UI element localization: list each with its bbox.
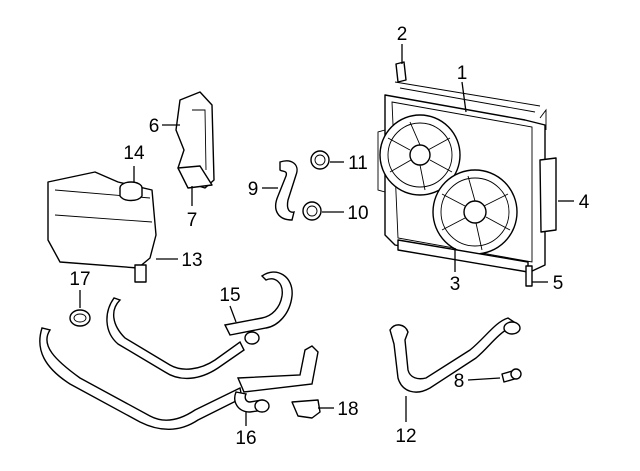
callout-16: 16 (235, 428, 256, 449)
upper-mount-bracket (395, 61, 407, 83)
small-coolant-hose (274, 160, 298, 221)
callout-7: 7 (187, 210, 198, 231)
coolant-reservoir (47, 171, 157, 283)
side-deflector (539, 157, 557, 233)
callout-2: 2 (397, 24, 408, 45)
leader-lines (79, 44, 574, 426)
callout-8: 8 (454, 371, 465, 392)
radiator-assembly (377, 81, 547, 273)
hose-clamp-11 (310, 150, 330, 170)
mounting-bolt (501, 368, 522, 383)
callout-13: 13 (181, 250, 202, 271)
callout-11: 11 (348, 153, 368, 174)
callout-14: 14 (123, 143, 145, 164)
heater-hose-16 (234, 345, 319, 413)
air-deflector (175, 91, 215, 189)
callout-labels: 1 2 3 4 5 6 7 8 9 10 11 12 13 14 15 16 1… (69, 24, 589, 449)
callout-12: 12 (395, 426, 416, 447)
callout-5: 5 (553, 273, 564, 294)
upper-radiator-hose (223, 271, 293, 345)
callout-3: 3 (450, 274, 461, 295)
drain-cock (525, 265, 533, 287)
callout-9: 9 (248, 179, 259, 200)
callout-18: 18 (337, 399, 358, 420)
radiator-outlet-hose (389, 317, 516, 393)
hose-clamp-10 (302, 201, 322, 221)
hose-end-cap (503, 321, 521, 335)
hose-fitting-18 (291, 399, 321, 419)
callout-17: 17 (69, 269, 90, 290)
hose-clamp-17 (69, 309, 91, 327)
callout-15: 15 (219, 285, 240, 306)
callout-6: 6 (149, 116, 160, 137)
callout-1: 1 (457, 63, 468, 84)
callout-4: 4 (579, 192, 590, 213)
callout-10: 10 (347, 203, 368, 224)
